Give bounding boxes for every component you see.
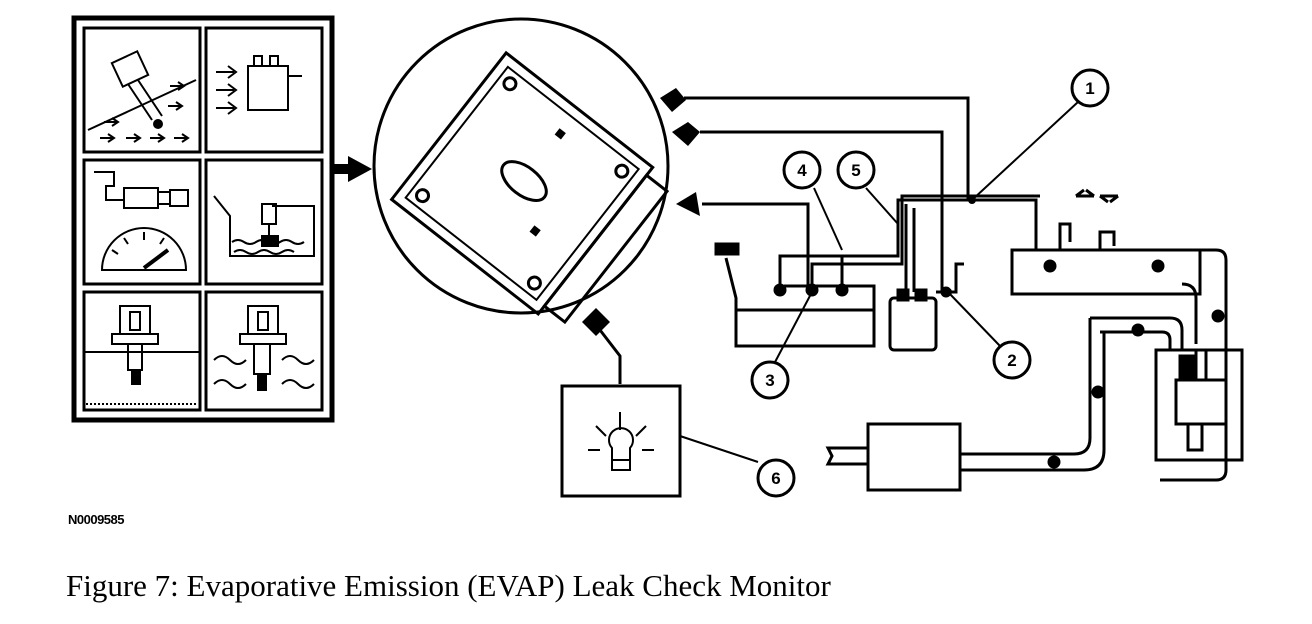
callout-1: 1: [1070, 68, 1110, 108]
callout-4: 4: [782, 150, 822, 190]
coolant-sensor-icon: [213, 305, 315, 391]
callout-leaders: [679, 101, 1079, 463]
mil-lamp: [560, 384, 682, 498]
callout-leader-dots: [944, 196, 976, 296]
signal-lines: [598, 96, 970, 384]
ignition-coil-icon: [216, 55, 302, 115]
fuel-tank-level-sensor-icon: [213, 195, 315, 257]
temperature-sender-icon: [84, 305, 200, 405]
sensor-input-panel: [71, 15, 335, 423]
callout-5: 5: [836, 150, 876, 190]
intake-manifold: [1010, 188, 1228, 482]
figure-code: N0009585: [68, 512, 125, 527]
pcm-connector-arrows: [582, 88, 700, 336]
callout-3: 3: [750, 360, 790, 400]
svg-text:1: 1: [1085, 79, 1094, 98]
svg-text:5: 5: [851, 161, 860, 180]
vehicle-speed-sensor-icon: [94, 171, 189, 271]
svg-text:6: 6: [771, 469, 780, 488]
evap-canister: [888, 262, 964, 352]
vapor-hoses: [778, 194, 1040, 292]
svg-text:2: 2: [1007, 351, 1016, 370]
callout-6: 6: [756, 458, 796, 498]
figure-caption: Figure 7: Evaporative Emission (EVAP) Le…: [66, 568, 831, 603]
mass-air-flow-sensor-icon: [87, 49, 197, 143]
svg-text:4: 4: [797, 161, 807, 180]
callout-2: 2: [992, 340, 1032, 380]
svg-text:3: 3: [765, 371, 774, 390]
pcm-module: [372, 17, 670, 325]
engine-and-exhaust: [825, 282, 1244, 492]
input-arrow: [334, 156, 372, 182]
fuel-tank: [714, 242, 876, 348]
